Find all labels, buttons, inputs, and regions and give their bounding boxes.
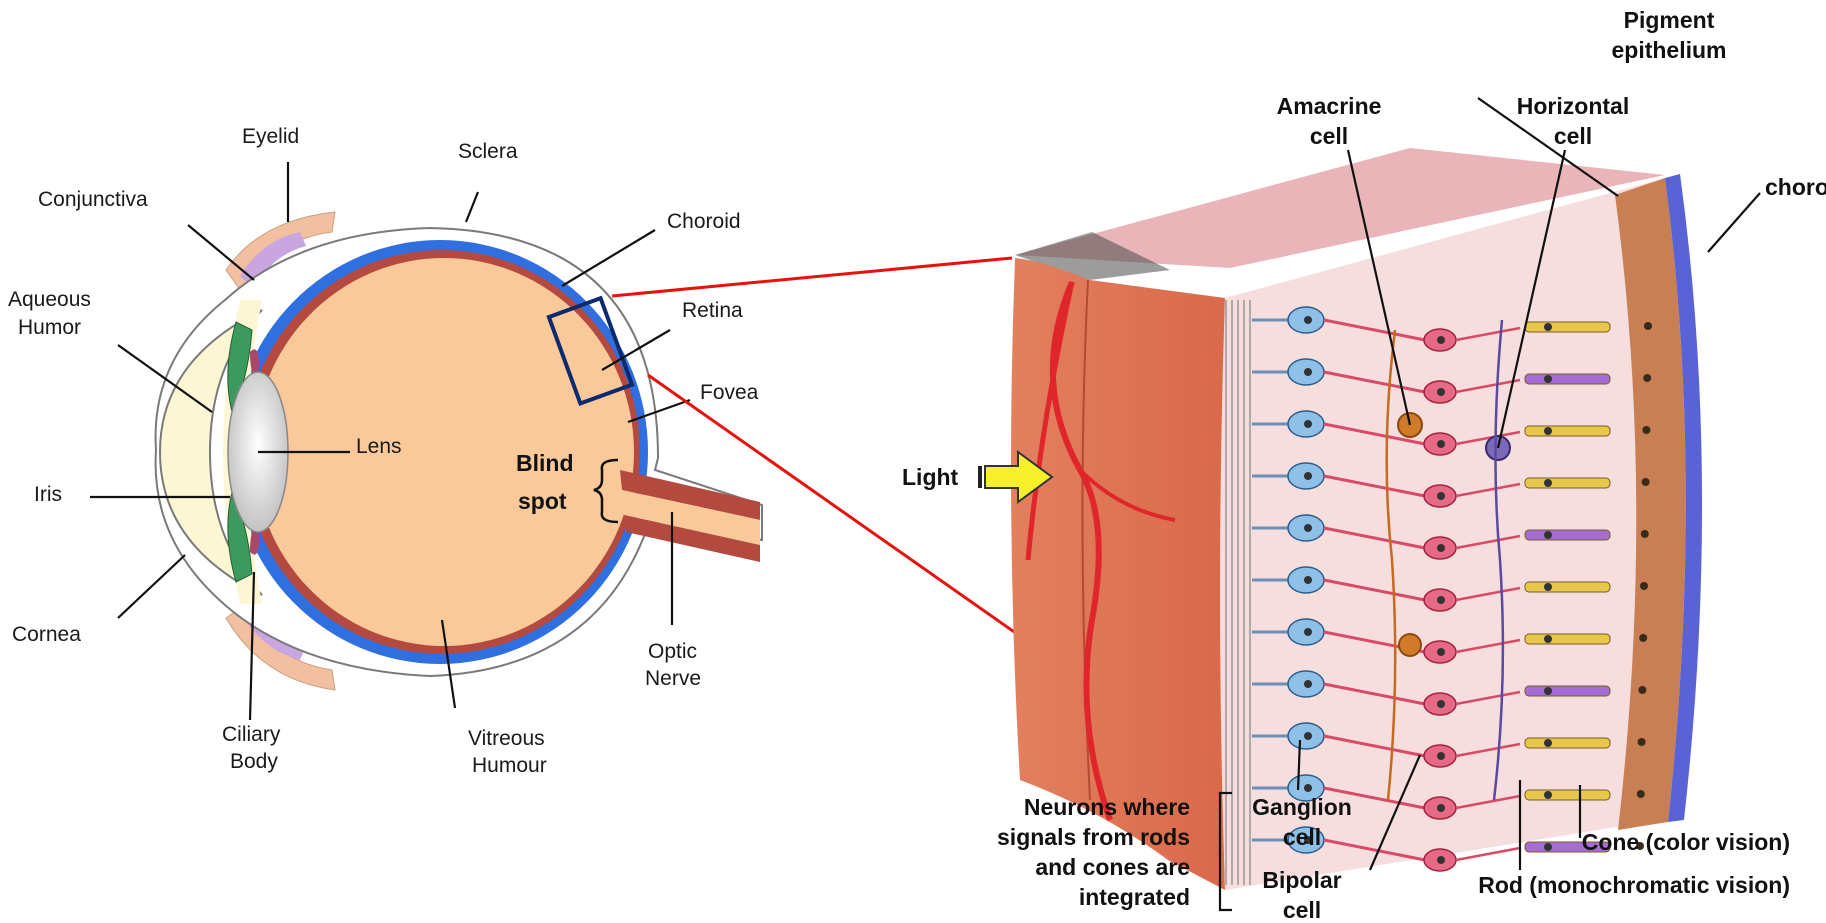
cone-cell: [1525, 530, 1610, 540]
label-aqueous-1: Aqueous: [8, 288, 91, 311]
bipolar-nucleus: [1437, 544, 1445, 552]
label-neurons-2: signals from rods: [997, 824, 1190, 850]
label-bipolar-1: Bipolar: [1262, 867, 1341, 893]
bipolar-nucleus: [1437, 856, 1445, 864]
pigment-cell-nucleus: [1639, 634, 1647, 642]
choroid-leader-right: [1708, 193, 1760, 252]
photoreceptor-nucleus: [1544, 427, 1552, 435]
label-blind-1: Blind: [516, 450, 574, 476]
pigment-cell-nucleus: [1642, 426, 1650, 434]
rod-cell: [1525, 738, 1610, 748]
label-optic-1: Optic: [648, 640, 697, 663]
label-pigment-2: epithelium: [1611, 37, 1726, 63]
pigment-cell-nucleus: [1638, 738, 1646, 746]
label-vitreous-2: Humour: [472, 754, 547, 777]
ganglion-nucleus: [1304, 472, 1312, 480]
cone-cell: [1525, 374, 1610, 384]
bipolar-nucleus: [1437, 804, 1445, 812]
bipolar-nucleus: [1437, 388, 1445, 396]
label-ganglion-1: Ganglion: [1252, 794, 1352, 820]
retina-section: Pigment epithelium Amacrine cell Horizon…: [902, 7, 1826, 923]
label-iris: Iris: [34, 483, 62, 506]
photoreceptor-nucleus: [1544, 791, 1552, 799]
label-neurons-3: and cones are: [1035, 854, 1190, 880]
label-horizontal-1: Horizontal: [1517, 93, 1629, 119]
ganglion-nucleus: [1304, 732, 1312, 740]
zoom-line-top: [612, 258, 1012, 296]
pigment-cell-nucleus: [1640, 582, 1648, 590]
label-blind-2: spot: [518, 488, 567, 514]
label-cornea: Cornea: [12, 623, 81, 646]
label-eyelid: Eyelid: [242, 125, 299, 148]
ganglion-nucleus: [1304, 576, 1312, 584]
label-ciliary-1: Ciliary: [222, 723, 281, 746]
photoreceptor-nucleus: [1544, 323, 1552, 331]
ganglion-nucleus: [1304, 524, 1312, 532]
label-choroid-eye: Choroid: [667, 210, 741, 233]
pigment-cell-nucleus: [1644, 322, 1652, 330]
photoreceptor-nucleus: [1544, 687, 1552, 695]
label-neurons-1: Neurons where: [1024, 794, 1190, 820]
label-conjunctiva: Conjunctiva: [38, 188, 148, 211]
label-fovea: Fovea: [700, 381, 759, 404]
label-sclera: Sclera: [458, 140, 518, 163]
pigment-cell-nucleus: [1642, 478, 1650, 486]
bipolar-nucleus: [1437, 648, 1445, 656]
label-optic-2: Nerve: [645, 667, 701, 690]
cornea-leader: [118, 555, 185, 618]
pigment-cell-nucleus: [1638, 686, 1646, 694]
rod-cell: [1525, 582, 1610, 592]
eye-cross-section: Eyelid Sclera Conjunctiva Choroid Aqueou…: [8, 125, 762, 777]
label-retina: Retina: [682, 299, 743, 322]
ganglion-nucleus: [1304, 680, 1312, 688]
rod-cell: [1525, 426, 1610, 436]
bipolar-nucleus: [1437, 752, 1445, 760]
ganglion-nucleus: [1304, 784, 1312, 792]
label-ciliary-2: Body: [230, 750, 278, 773]
label-cone: Cone (color vision): [1582, 829, 1790, 855]
ganglion-nucleus: [1304, 420, 1312, 428]
label-vitreous-1: Vitreous: [468, 727, 545, 750]
bipolar-nucleus: [1437, 440, 1445, 448]
amacrine-cell: [1399, 634, 1421, 656]
label-amacrine-2: cell: [1310, 123, 1348, 149]
rod-cell: [1525, 478, 1610, 488]
choroid-leader: [562, 230, 655, 286]
rod-cell: [1525, 322, 1610, 332]
ganglion-nucleus: [1304, 316, 1312, 324]
pigment-cell-nucleus: [1637, 790, 1645, 798]
pigment-cell-nucleus: [1641, 530, 1649, 538]
label-ganglion-2: cell: [1283, 824, 1321, 850]
label-choroid-retina: choroid: [1765, 174, 1826, 200]
label-lens: Lens: [356, 435, 402, 458]
label-neurons-4: integrated: [1079, 884, 1190, 910]
ganglion-nucleus: [1304, 368, 1312, 376]
photoreceptor-nucleus: [1544, 843, 1552, 851]
photoreceptor-nucleus: [1544, 375, 1552, 383]
rod-cell: [1525, 790, 1610, 800]
pigment-cell-nucleus: [1643, 374, 1651, 382]
photoreceptor-nucleus: [1544, 739, 1552, 747]
label-light: Light: [902, 464, 959, 490]
cone-cell: [1525, 686, 1610, 696]
photoreceptor-nucleus: [1544, 583, 1552, 591]
photoreceptor-nucleus: [1544, 531, 1552, 539]
ganglion-nucleus: [1304, 628, 1312, 636]
label-horizontal-2: cell: [1554, 123, 1592, 149]
bipolar-nucleus: [1437, 596, 1445, 604]
label-amacrine-1: Amacrine: [1277, 93, 1382, 119]
label-pigment-1: Pigment: [1624, 7, 1715, 33]
sclera-leader: [466, 192, 478, 222]
label-rod: Rod (monochromatic vision): [1478, 872, 1790, 898]
label-aqueous-2: Humor: [18, 316, 81, 339]
label-bipolar-2: cell: [1283, 897, 1321, 923]
bipolar-nucleus: [1437, 336, 1445, 344]
photoreceptor-nucleus: [1544, 479, 1552, 487]
photoreceptor-nucleus: [1544, 635, 1552, 643]
rod-cell: [1525, 634, 1610, 644]
bipolar-nucleus: [1437, 492, 1445, 500]
bipolar-nucleus: [1437, 700, 1445, 708]
